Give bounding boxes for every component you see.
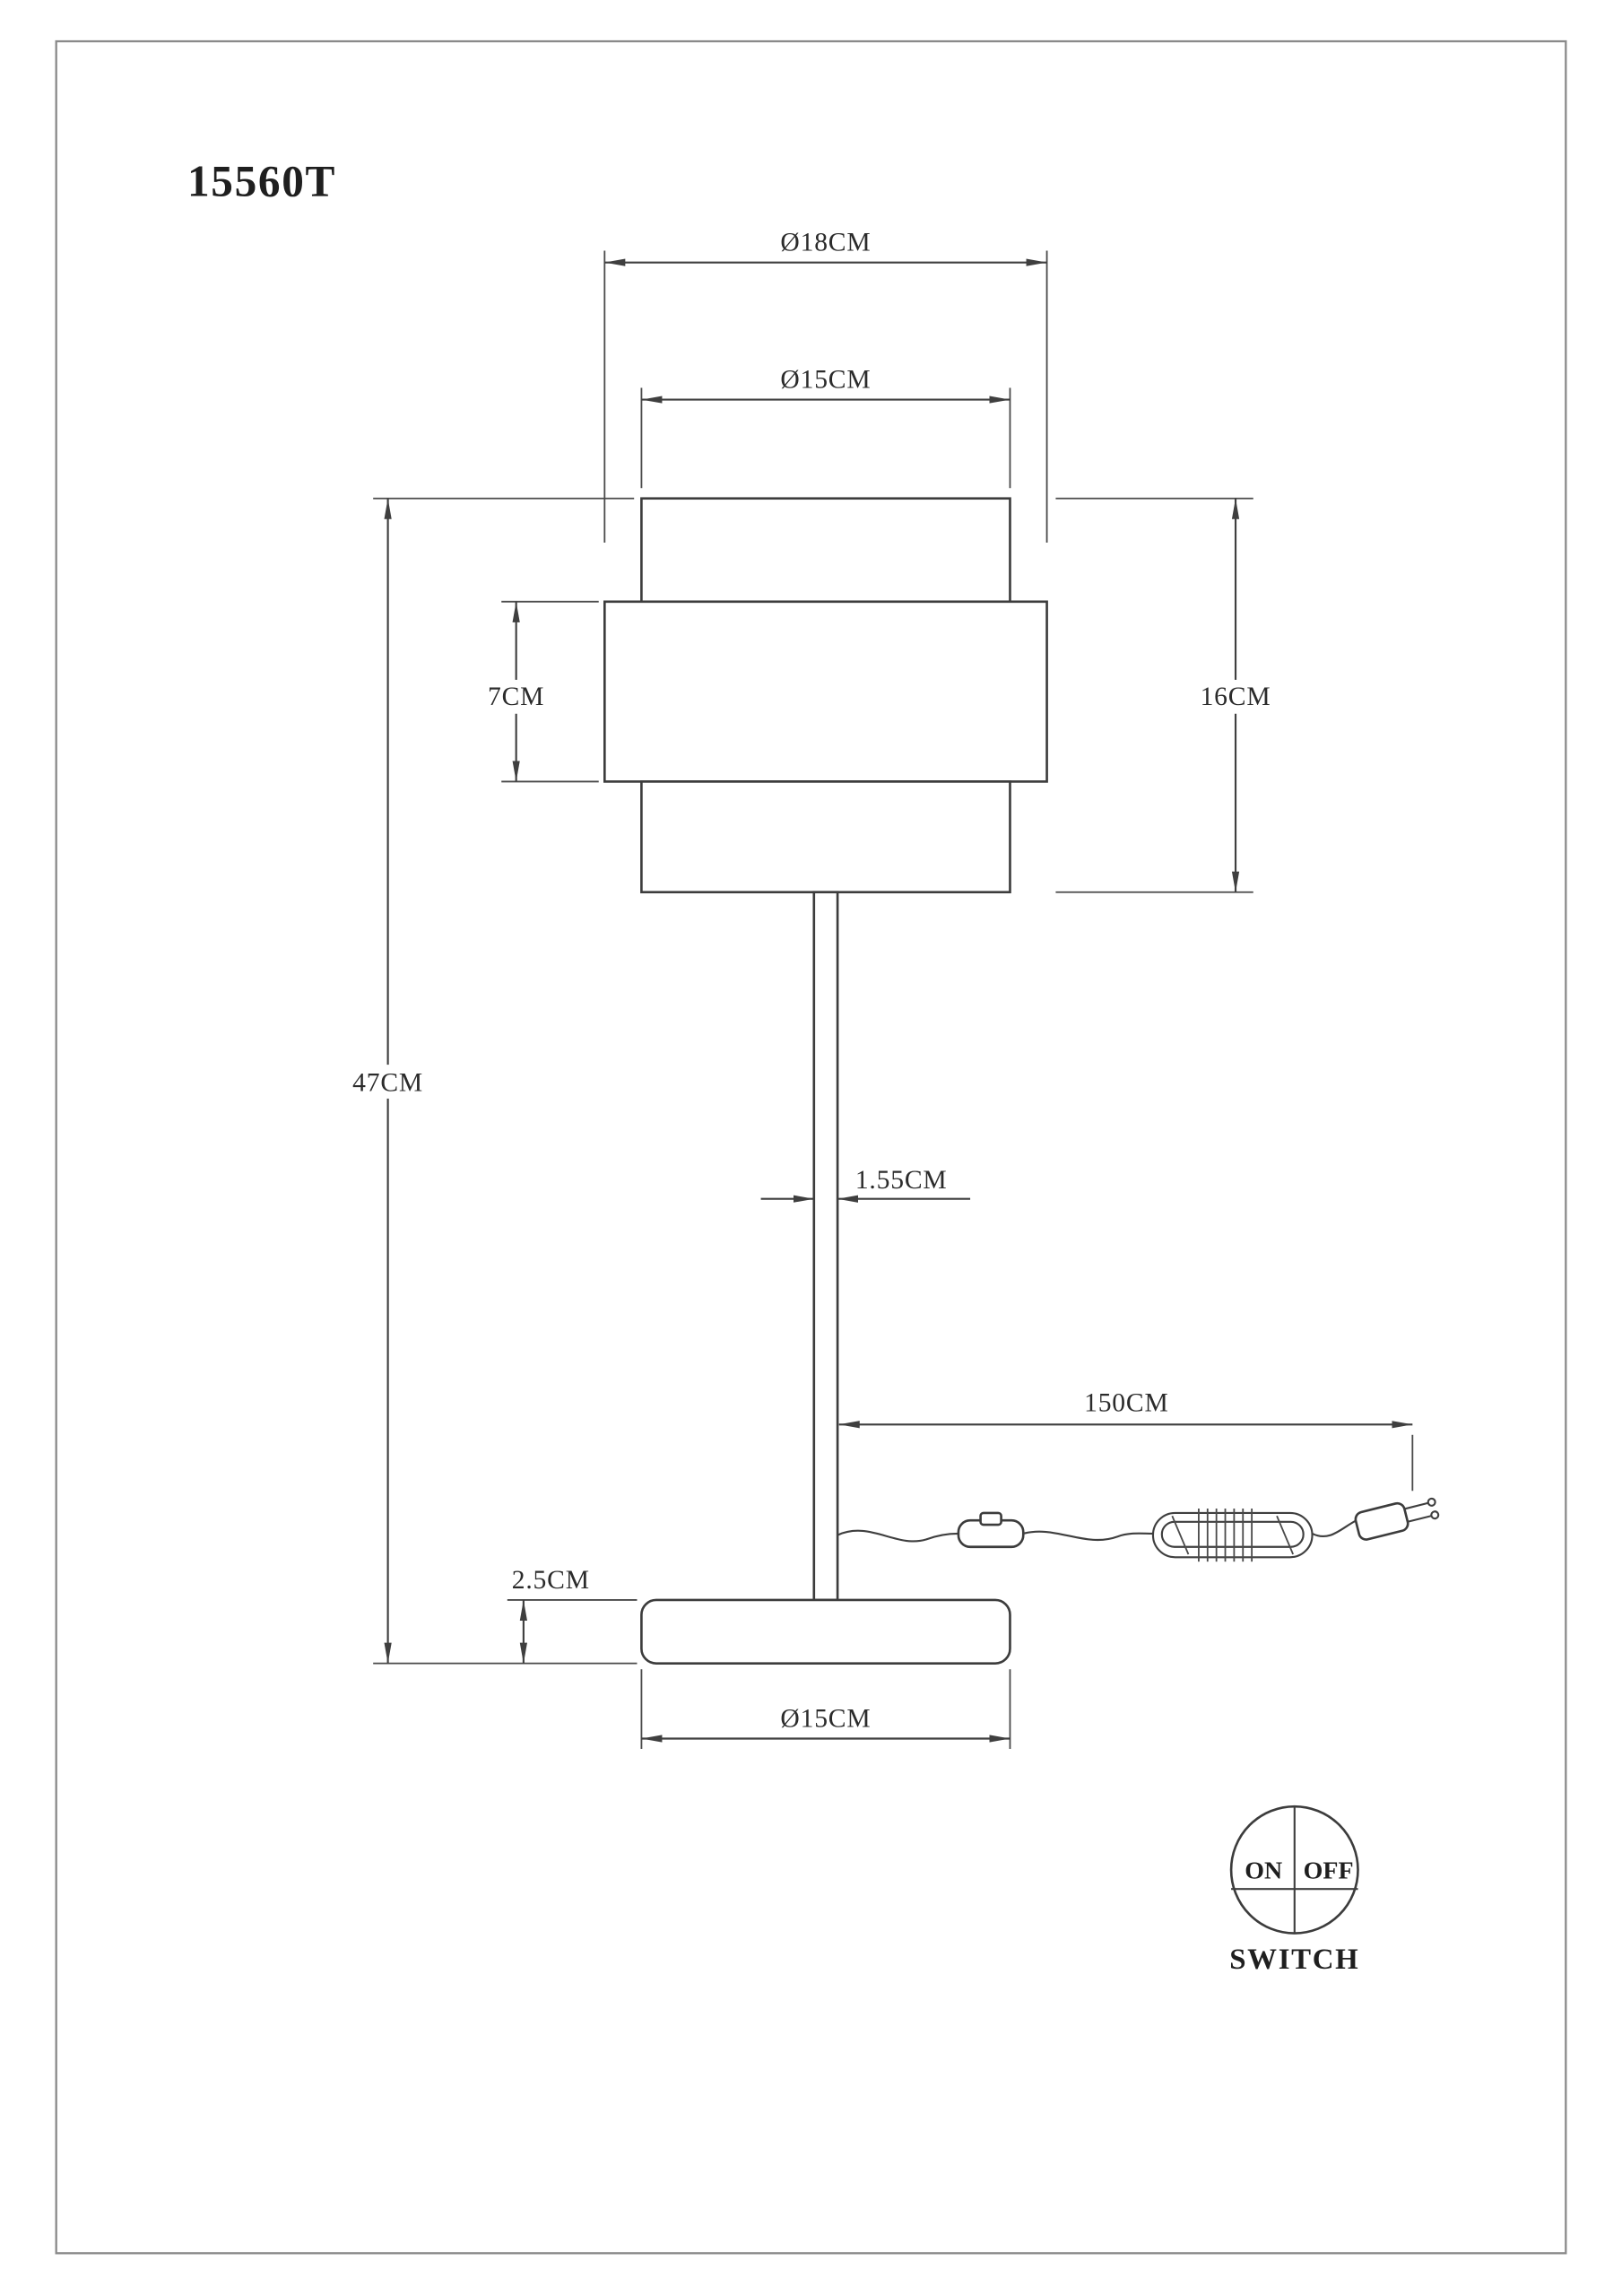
cord-segment [1312, 1519, 1357, 1538]
dimension-label: Ø18CM [780, 229, 871, 257]
switch-symbol: ON OFF SWITCH [1229, 1805, 1359, 1976]
cord-coil [1151, 1509, 1314, 1562]
dimension-base-height: 2.5CM [507, 1566, 638, 1664]
dimension-middle-band-height: 7CM [481, 600, 599, 783]
lamp-shade-middle-band [603, 600, 1048, 783]
label-mask [481, 679, 552, 714]
dimension-label: 16CM [1201, 683, 1271, 711]
dimension-lamp-total-height: 47CM [339, 497, 638, 1665]
lamp-base [640, 1598, 1011, 1665]
inline-switch-rocker [979, 1511, 1002, 1526]
coil-cross-strand [1171, 1515, 1190, 1555]
plug-pin-tip [1430, 1510, 1440, 1520]
lamp-body [603, 497, 1048, 1665]
plug-pin [1407, 1514, 1433, 1523]
power-cord [837, 1497, 1440, 1562]
coil-inner-loop [1160, 1520, 1305, 1548]
plug-body [1354, 1501, 1409, 1541]
dimension-label: 7CM [488, 683, 544, 711]
dimension-label: 150CM [1084, 1388, 1169, 1417]
dimension-label: 47CM [352, 1069, 423, 1098]
page-border [55, 39, 1567, 2255]
power-plug [1354, 1497, 1440, 1541]
coil-cross-strand [1276, 1515, 1294, 1555]
lamp-shade-top-tier [640, 497, 1011, 604]
label-mask [1186, 679, 1285, 714]
dimension-label: Ø15CM [780, 1704, 871, 1733]
label-mask [339, 1065, 437, 1099]
coil-outer-loop [1151, 1511, 1314, 1559]
switch-off-label: OFF [1304, 1857, 1354, 1885]
dimension-shade-outer-diameter: Ø18CM [603, 229, 1048, 544]
dimension-label: 2.5CM [512, 1566, 590, 1595]
cord-segment [837, 1529, 958, 1543]
lamp-shade-bottom-tier [640, 780, 1011, 894]
dimension-label: Ø15CM [780, 365, 871, 394]
plug-pin [1404, 1501, 1429, 1510]
plug-pin-tip [1427, 1497, 1436, 1507]
dimension-shade-total-height: 16CM [1055, 497, 1285, 893]
switch-on-label: ON [1245, 1857, 1282, 1885]
cord-segment [1022, 1530, 1153, 1542]
drawing-title: 15560T [187, 157, 336, 206]
dimension-pole-diameter: 1.55CM [760, 1166, 971, 1203]
dimension-base-diameter: Ø15CM [640, 1669, 1011, 1750]
dimension-label: 1.55CM [855, 1166, 948, 1195]
lamp-pole [812, 891, 839, 1602]
switch-caption: SWITCH [1229, 1944, 1359, 1976]
dimension-cord-length: 150CM [838, 1388, 1414, 1492]
dimension-shade-inner-diameter: Ø15CM [640, 365, 1011, 489]
